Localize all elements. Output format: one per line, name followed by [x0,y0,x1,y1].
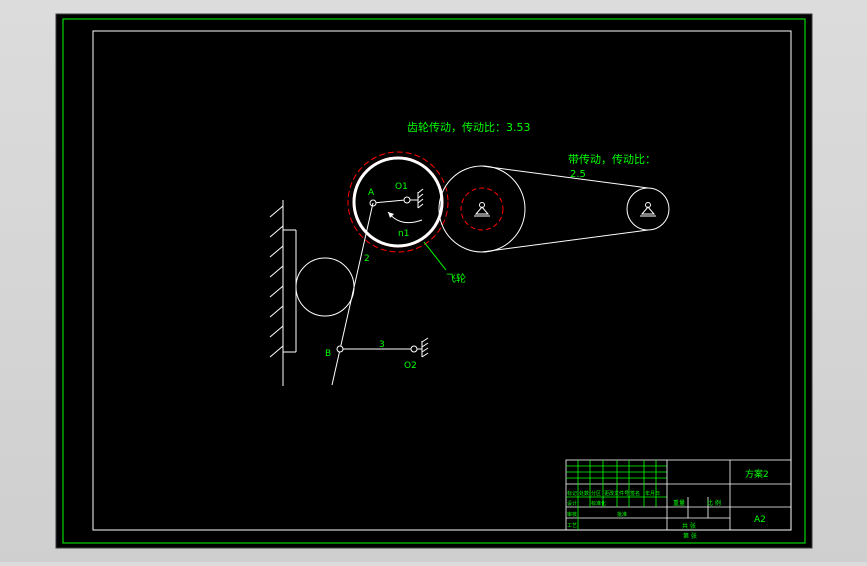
pivot-o1-label: O1 [395,182,408,192]
ground-o2 [417,337,429,358]
belt-top [481,165,649,189]
gear-pitch-circle-outer [347,151,449,253]
pinion-gear [460,187,504,231]
flywheel-leader [423,241,447,271]
ground-pulley-1 [474,202,490,217]
tb-cell-4: 签名 [630,490,640,497]
belt-drive-label: 带传动，传动比： [568,153,656,166]
link-3-label: 3 [379,340,385,350]
tb-material-label: 重量 [673,499,685,507]
tb-cell-9: 工艺 [567,523,577,529]
tb-qty-label: 共 张 [682,522,696,530]
drawing-frame [92,30,792,531]
scheme-label: 方案2 [745,468,769,480]
tb-cell-5: 年月日 [645,490,660,497]
rotation-arrow-head [388,212,394,218]
drawing-sheet [55,13,813,549]
ground-o1 [410,188,424,209]
link-2 [331,202,374,386]
tb-cell-8: 审核 [567,511,577,518]
tb-cell-6: 设计 [567,500,577,507]
tb-cell-7: 标准化 [591,500,606,507]
link-2-label: 2 [364,254,370,264]
belt-bottom [481,229,649,253]
tb-sheet-label: 第 张 [683,532,697,540]
point-a-label: A [368,188,375,198]
flywheel-circle [352,156,444,248]
outer-border [62,18,806,544]
point-b-label: B [325,349,331,359]
size-label: A2 [754,515,766,525]
ground-pulley-2 [640,202,656,217]
tb-scale-label: 比 例 [707,499,721,507]
speed-label: n1 [398,229,409,239]
flywheel-label: 飞轮 [446,272,466,285]
joint-o2 [410,345,418,353]
title-block [565,459,792,531]
gear-drive-label: 齿轮传动，传动比：3.53 [407,120,531,134]
joint-b [336,345,344,353]
tb-cell-0: 标记 [567,490,577,497]
tb-cell-1: 处数 [579,490,589,497]
crank-link-1 [372,199,406,204]
tb-cell-2: 分区 [591,490,601,497]
belt-ratio-label: 2.5 [570,169,586,180]
tb-cell-3: 更改文件号 [604,490,629,497]
joint-o1 [403,196,411,204]
pivot-o2-label: O2 [404,361,417,371]
tb-cell-10: 批准 [617,511,627,518]
